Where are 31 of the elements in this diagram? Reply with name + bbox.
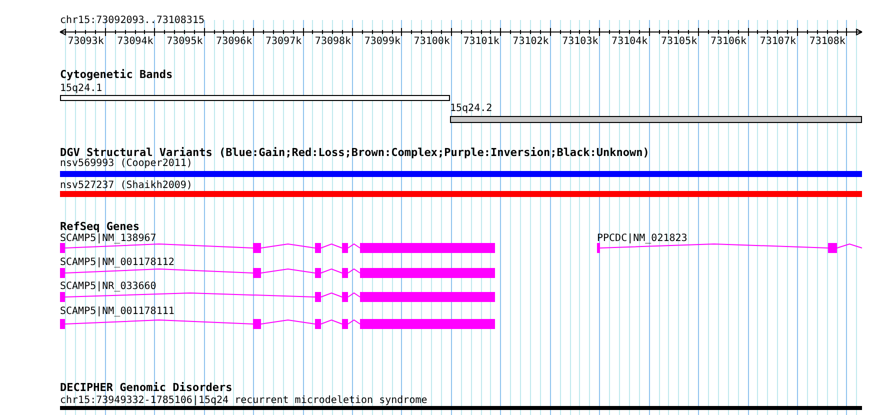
tick-label: 73100k xyxy=(414,36,450,47)
feature-label: SCAMP5|NM_001178111 xyxy=(60,306,174,317)
feature-label: nsv527237 (Shaikh2009) xyxy=(60,180,192,191)
feature-label: PPCDC|NM_021823 xyxy=(597,233,688,244)
tick-label: 73106k xyxy=(710,36,747,47)
tick-label: 73101k xyxy=(463,36,500,47)
feature-label: SCAMP5|NM_138967 xyxy=(60,233,156,244)
track-title: RefSeq Genes xyxy=(60,221,140,232)
region-coordinates: chr15:73092093..73108315 xyxy=(60,15,204,26)
tick-label: 73104k xyxy=(612,36,648,47)
tick-label: 73095k xyxy=(166,36,203,47)
track-title: DGV Structural Variants (Blue:Gain;Red:Loss;Brown:Complex;Purple:Inversion;Black:Unknown) xyxy=(60,147,650,158)
feature-label: 15q24.2 xyxy=(450,103,492,114)
tick-label: 73099k xyxy=(364,36,400,47)
tick-label: 73097k xyxy=(265,36,302,47)
track-title: DECIPHER Genomic Disorders xyxy=(60,382,232,393)
tick-label: 73105k xyxy=(661,36,698,47)
tick-label: 73096k xyxy=(216,36,252,47)
feature-label: 15q24.1 xyxy=(60,83,102,94)
feature-label: nsv569993 (Cooper2011) xyxy=(60,158,192,169)
tick-label: 73094k xyxy=(117,36,154,47)
tick-label: 73102k xyxy=(512,36,549,47)
tick-label: 73098k xyxy=(314,36,352,47)
tick-label: 73093k xyxy=(68,36,104,47)
feature-label: SCAMP5|NM_001178112 xyxy=(60,257,174,268)
tick-label: 73103k xyxy=(562,36,598,47)
tick-label: 73108k xyxy=(809,36,846,47)
feature-label: chr15:73949332-1785106|15q24 recurrent microdeletion syndrome xyxy=(60,395,428,406)
tick-label: 73107k xyxy=(760,36,796,47)
feature-label: SCAMP5|NR_033660 xyxy=(60,281,156,292)
track-title: Cytogenetic Bands xyxy=(60,69,173,80)
